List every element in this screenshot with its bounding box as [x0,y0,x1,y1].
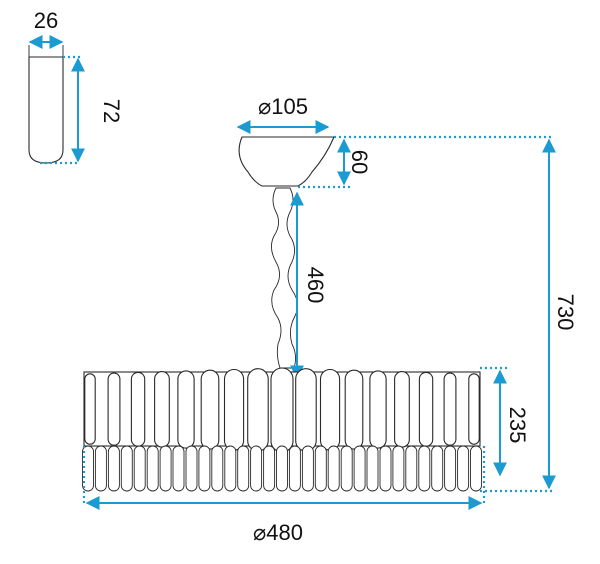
lower-crystal [327,445,340,492]
total-height-label: 730 [553,294,578,331]
lower-crystal [185,445,198,492]
crystal-height-label: 72 [99,99,124,123]
lower-crystal [276,445,288,492]
ceiling-canopy [238,136,335,187]
upper-crystal [270,367,294,453]
upper-crystal [369,370,387,449]
lower-crystal [470,445,482,492]
lower-crystal [82,445,94,492]
lower-crystal [379,445,392,492]
lower-crystal [288,445,301,492]
lamp-diameter-label: ⌀480 [253,520,303,545]
upper-crystal [295,368,317,452]
lower-crystal [120,445,133,492]
lower-crystal [431,445,444,492]
upper-crystal [418,371,434,447]
lower-crystal [353,445,366,492]
lower-crystal [444,445,457,492]
upper-crystal [154,371,170,448]
lower-crystal-row [82,445,482,492]
crystal-width-label: 26 [34,8,58,33]
lower-crystal [198,445,211,492]
upper-crystal [319,368,341,451]
lower-crystal [211,445,224,492]
upper-crystal [107,372,121,446]
upper-crystal [223,368,245,451]
upper-crystal [177,370,195,449]
lower-crystal [107,445,120,492]
lower-crystal [340,445,353,492]
lower-crystal [172,445,185,492]
upper-crystal [443,372,457,446]
crystal-detail [28,45,64,164]
suspension-chain [271,187,298,369]
upper-crystal [84,373,96,445]
lamp-height-label: 235 [505,407,530,444]
upper-crystal [247,368,269,452]
upper-crystal [394,371,410,448]
upper-crystal [468,373,480,445]
lower-crystal [392,445,405,492]
lower-crystal [366,445,379,492]
lower-crystal [301,445,314,492]
upper-crystal [344,369,364,450]
upper-crystal [200,369,220,450]
canopy-diameter-label: ⌀105 [258,94,308,119]
lower-crystal [237,445,250,492]
lower-crystal [159,445,172,492]
lower-crystal [94,445,107,492]
chain-length-label: 460 [303,267,328,304]
lower-crystal [263,445,276,492]
upper-crystal [130,371,146,447]
lower-crystal [250,445,263,492]
lower-crystal [224,445,237,492]
lower-crystal [418,445,431,492]
lamp-body [82,367,482,492]
lower-crystal [146,445,159,492]
lower-crystal [133,445,146,492]
lower-crystal [314,445,327,492]
lower-crystal [457,445,470,492]
lower-crystal [405,445,418,492]
upper-crystal-row [84,367,480,453]
canopy-height-label: 60 [347,150,372,174]
